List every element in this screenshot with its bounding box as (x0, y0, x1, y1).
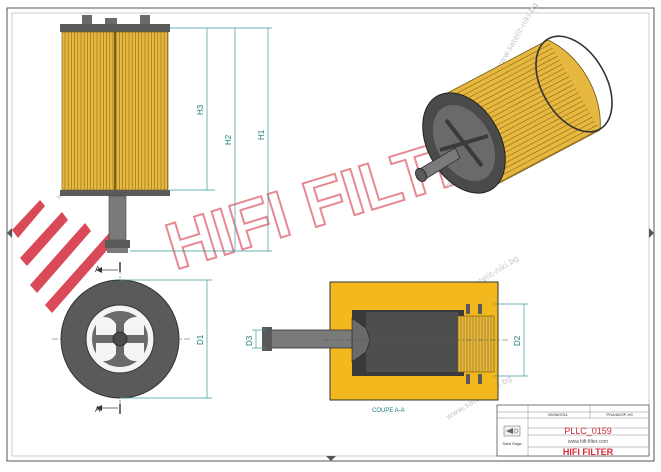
dim-h2-label: H2 (224, 134, 233, 145)
title-part-number: PLLC_0159 (564, 426, 612, 436)
dim-d3-label: D3 (245, 335, 254, 346)
front-pleat-lines (64, 32, 168, 190)
title-block: 06/06/2011 PDA/60/2P-HC Solid Edge PLLC_… (496, 404, 650, 457)
sheet-edge-marks (7, 228, 654, 461)
section-outlet-tube (265, 329, 353, 349)
sheet-border (6, 7, 655, 462)
end-spider (96, 316, 144, 362)
title-logo-icon (503, 425, 521, 437)
front-outlet-tube (108, 195, 127, 241)
dim-d2-label: D2 (513, 335, 522, 346)
front-dimensions: H3 H2 H1 (130, 27, 272, 252)
dim-h3-label: H3 (196, 104, 205, 115)
section-mark-a-bottom: A (95, 405, 101, 414)
section-view: COUPE A-A (262, 281, 510, 414)
title-website: www.hifi-filter.com (568, 439, 608, 445)
isometric-view (415, 35, 613, 194)
front-top-cap (60, 24, 170, 32)
front-bottom-cap (60, 190, 170, 196)
section-line-a-a: A A (95, 262, 121, 414)
section-caption: COUPE A-A (372, 408, 405, 414)
title-brand-line: Solid Edge (502, 441, 522, 446)
dim-d1-label: D1 (196, 334, 205, 345)
end-dimensions: D1 (120, 279, 212, 399)
section-mark-a-top: A (95, 265, 101, 274)
dim-h1-label: H1 (257, 129, 266, 140)
title-ref-code: PDA/60/2P-HC (607, 412, 634, 417)
title-brand: HIFI FILTER (563, 447, 614, 457)
title-date-code: 06/06/2011 (548, 412, 568, 417)
watermark-logo (12, 200, 116, 313)
end-view (52, 268, 190, 408)
front-view (60, 15, 170, 253)
section-dimensions: D3 D2 (245, 303, 528, 377)
